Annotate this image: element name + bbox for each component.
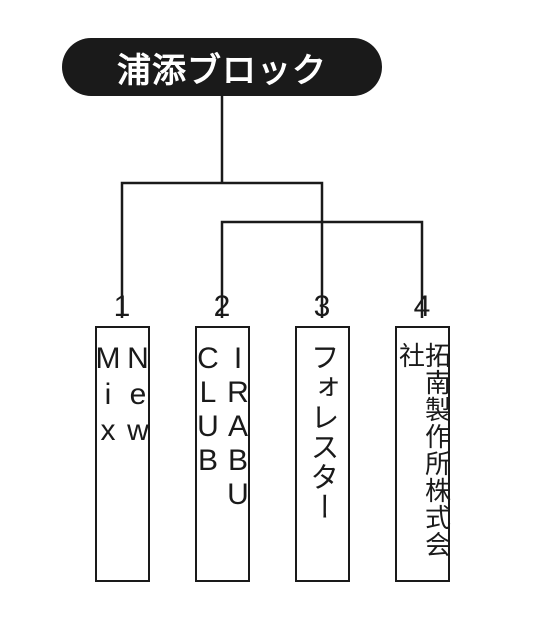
team-box-1: New Mix bbox=[91, 326, 155, 582]
team-name-2: IRABU CLUB bbox=[191, 342, 255, 512]
team-name-4: 拓南製作所株式会社 bbox=[394, 342, 451, 558]
team-name-3: フォレスター bbox=[306, 342, 340, 522]
bracket-2-4 bbox=[220, 220, 424, 318]
seed-number-1: 1 bbox=[113, 290, 131, 323]
seed-number-3: 3 bbox=[313, 290, 331, 323]
bracket-1-3 bbox=[120, 181, 324, 318]
team-box-4: 拓南製作所株式会社 bbox=[394, 326, 451, 582]
team-box-3: フォレスター bbox=[295, 326, 350, 582]
block-title-pill: 浦添ブロック bbox=[62, 38, 382, 96]
seed-number-2: 2 bbox=[213, 290, 231, 323]
seed-number-4: 4 bbox=[413, 290, 431, 323]
team-box-2: IRABU CLUB bbox=[191, 326, 255, 582]
block-title: 浦添ブロック bbox=[117, 50, 327, 91]
team-name-1: New Mix bbox=[91, 342, 155, 450]
